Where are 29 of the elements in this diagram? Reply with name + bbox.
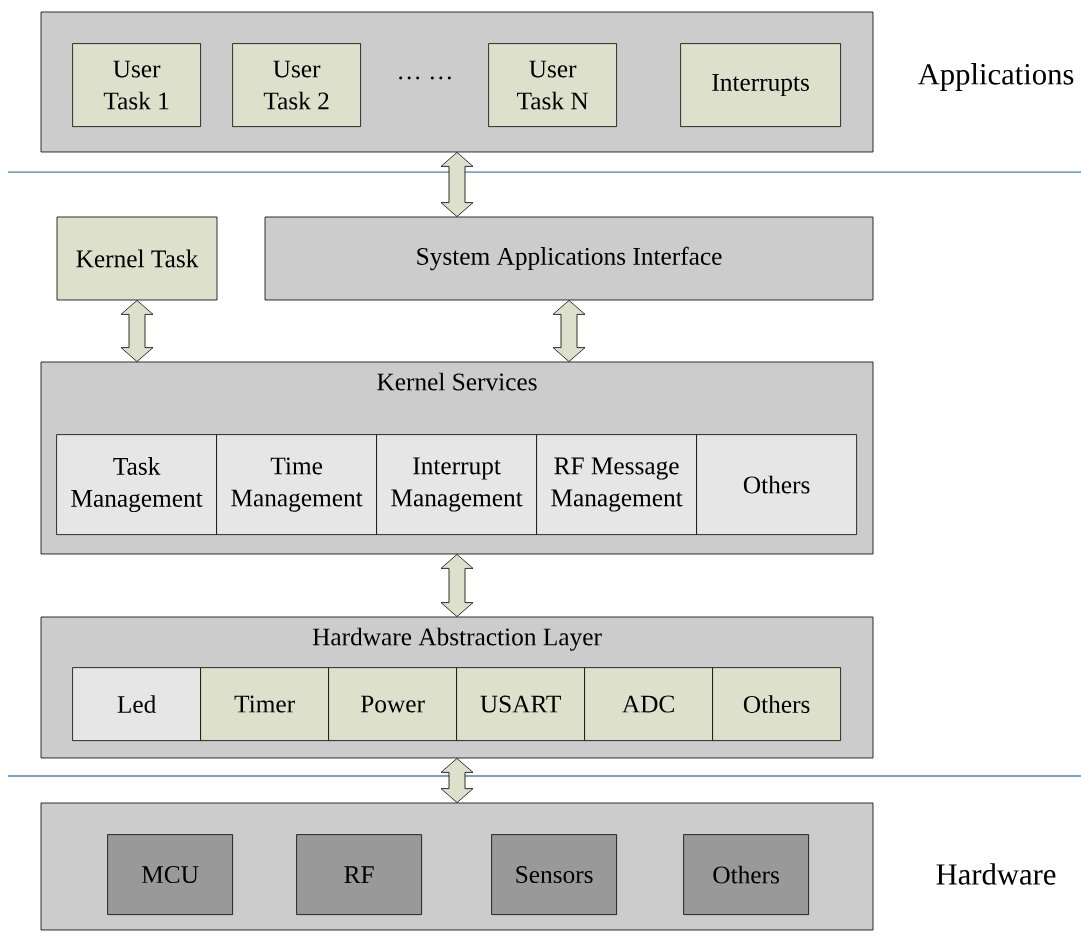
module-cell: Others (696, 434, 857, 535)
module-cell: RF Message Management (536, 434, 697, 535)
hardware-box: Others (683, 834, 809, 915)
ellipsis-text: … … (399, 76, 451, 80)
module-cell: USART (456, 667, 585, 741)
hardware-box: RF (296, 834, 422, 915)
interface-box: System Applications Interface (264, 216, 874, 301)
double-arrow (120, 300, 154, 362)
double-arrow (440, 152, 474, 217)
module-cell: Time Management (216, 434, 377, 535)
module-cell: Timer (200, 667, 329, 741)
module-cell: Others (712, 667, 841, 741)
layer-label: Hardware (936, 863, 1056, 885)
double-arrow (440, 554, 474, 617)
task-box: User Task N (488, 43, 617, 127)
module-cell: Interrupt Management (376, 434, 537, 535)
double-arrow (440, 758, 474, 803)
module-cell: Task Management (56, 434, 217, 535)
layer-label: Applications (917, 63, 1074, 91)
task-box: User Task 1 (72, 43, 201, 127)
task-box: Interrupts (680, 43, 841, 127)
hardware-box: MCU (107, 834, 233, 915)
module-cell: Led (72, 667, 201, 741)
double-arrow (552, 300, 586, 362)
task-box: User Task 2 (232, 43, 361, 127)
hardware-box: Sensors (491, 834, 617, 915)
task-box: Kernel Task (56, 216, 218, 301)
module-cell: ADC (584, 667, 713, 741)
module-cell: Power (328, 667, 457, 741)
